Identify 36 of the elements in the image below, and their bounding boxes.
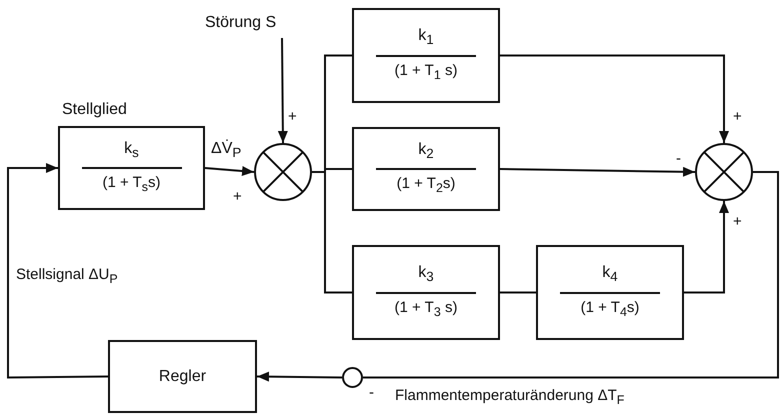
signal-label: - [369, 384, 374, 402]
disturbance-label: Störung S [205, 14, 305, 38]
transfer-function-box [352, 245, 500, 340]
numerator: k$_{s}$ [124, 138, 139, 162]
numerator: k$_{2}$ [418, 140, 434, 164]
signal-label: Flammentemperaturänderung ΔT$_{F}$ [395, 387, 624, 409]
signal-label: + [288, 108, 297, 126]
signal-label: + [733, 213, 742, 231]
transfer-function-box [352, 127, 500, 211]
block-label: Regler [158, 368, 206, 386]
connector-arrow [278, 38, 288, 144]
denominator: (1 + T$_{3}$ s) [394, 298, 458, 321]
connector-arrow [7, 163, 108, 379]
junction-circle [342, 367, 363, 388]
signal-label: - [676, 150, 681, 168]
denominator: (1 + T$_{4}$s) [580, 298, 640, 321]
connector-arrow [256, 372, 342, 382]
denominator: (1 + T$_{2}$s) [396, 174, 456, 198]
numerator: k$_{3}$ [418, 263, 434, 287]
summing-junction [695, 143, 753, 201]
block-heading: Stellglied [62, 101, 127, 119]
signal-label: Stellsignal ΔU$_{P}$ [16, 266, 118, 288]
connector-arrow [500, 54, 729, 143]
signal-label: + [233, 188, 242, 206]
transfer-function-box [352, 8, 500, 103]
numerator: k$_{4}$ [602, 263, 618, 287]
connector-arrow [204, 166, 254, 176]
denominator: (1 + T$_{1}$ s) [394, 60, 458, 84]
controller-box [108, 340, 257, 413]
numerator: k$_{1}$ [418, 26, 434, 50]
summing-junction [254, 143, 312, 201]
denominator: (1 + T$_{s}$s) [102, 173, 161, 196]
connector-arrow [500, 166, 696, 177]
connector-arrow [684, 201, 729, 294]
signal-label: + [733, 108, 742, 126]
transfer-function-box [536, 245, 684, 340]
